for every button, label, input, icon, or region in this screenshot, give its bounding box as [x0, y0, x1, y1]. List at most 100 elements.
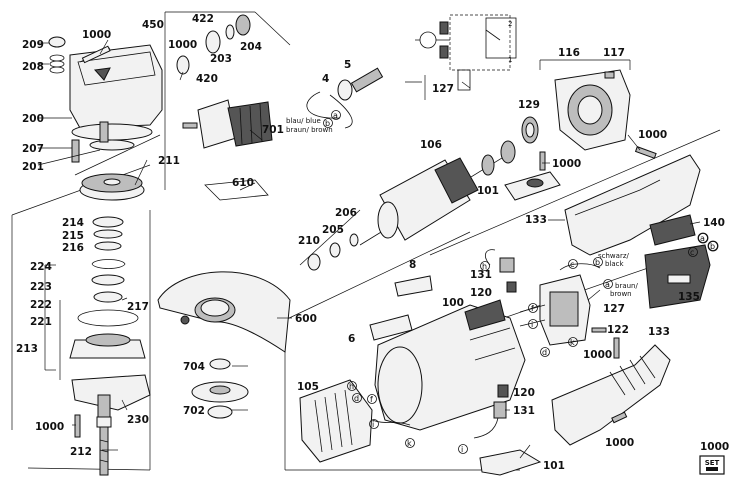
letter-b-cable: b — [325, 119, 330, 128]
leader-lines — [37, 39, 701, 459]
washers-205-210 — [307, 233, 359, 271]
terminal-a-b — [697, 232, 719, 252]
pin-207 — [71, 139, 80, 163]
set-box-top: SET — [705, 459, 720, 467]
label-4: 4 — [322, 73, 329, 85]
letter-h-top: h — [482, 262, 487, 271]
letter-f-stator: f — [370, 395, 373, 404]
screw-122 — [613, 337, 620, 359]
label-223: 223 — [30, 281, 52, 293]
label-105: 105 — [297, 381, 319, 393]
label-210: 210 — [298, 235, 320, 247]
letter-b-assembly: b — [595, 258, 600, 267]
armature-106 — [359, 140, 516, 246]
label-221: 221 — [30, 316, 52, 328]
label-222: 222 — [30, 299, 52, 311]
label-120-bottom: 120 — [513, 387, 535, 399]
label-8: 8 — [409, 259, 416, 271]
label-200: 200 — [22, 113, 44, 125]
label-1000-set: 1000 — [700, 441, 729, 453]
spindle-701 — [182, 99, 273, 149]
label-131-bottom: 131 — [513, 405, 535, 417]
screw-1000a — [79, 45, 111, 64]
label-1000-spindle: 1000 — [35, 421, 64, 433]
label-1000-switch: 1000 — [583, 349, 612, 361]
label-217: 217 — [127, 301, 149, 313]
label-106: 106 — [420, 139, 442, 151]
motor-housing-100 — [374, 299, 526, 431]
brush-120b — [497, 384, 509, 398]
label-133-bottom: 133 — [648, 326, 670, 338]
brush-120a — [506, 281, 517, 293]
label-208: 208 — [22, 61, 44, 73]
schematic-pin-1: 1 — [508, 56, 512, 64]
label-214: 214 — [62, 217, 84, 229]
label-701: 701 — [262, 124, 284, 136]
letter-b-switch: b — [710, 242, 715, 251]
letter-c-switch: c — [690, 248, 694, 257]
bearing-129 — [521, 116, 539, 144]
cover-101b — [479, 449, 542, 476]
block-140 — [649, 214, 696, 246]
letter-a-switch: a — [700, 234, 705, 243]
disc-702 — [191, 381, 249, 419]
label-224: 224 — [30, 261, 52, 273]
letter-a-assembly: a — [605, 280, 610, 289]
letter-a-cable: a — [333, 111, 338, 120]
letter-c-assembly: c — [570, 260, 574, 269]
handle-133a — [564, 154, 701, 256]
label-215: 215 — [62, 230, 84, 242]
label-131-top: 131 — [470, 269, 492, 281]
letter-f-top: f — [531, 304, 534, 313]
cover-101a — [504, 171, 561, 201]
label-120-top: 120 — [470, 287, 492, 299]
part-labels: 1000 209 208 200 207 201 450 422 1000 20… — [16, 13, 729, 472]
label-600: 600 — [295, 313, 317, 325]
wire-letters: a b a b c c b a h f i d k h d f i k i — [323, 110, 718, 454]
letter-k-stator: k — [407, 439, 412, 448]
screw-1000f — [591, 327, 607, 333]
label-206: 206 — [335, 207, 357, 219]
label-212: 212 — [70, 446, 92, 458]
label-207: 207 — [22, 143, 44, 155]
letter-h-stator: h — [349, 382, 354, 391]
label-1000-top: 1000 — [82, 29, 111, 41]
pinion-assembly — [176, 14, 251, 75]
label-203: 203 — [210, 53, 232, 65]
screw-1000g — [611, 411, 628, 424]
label-1000-pinion: 1000 — [168, 39, 197, 51]
screw-1000c — [539, 151, 546, 171]
label-230: 230 — [127, 414, 149, 426]
guard-600 — [157, 271, 291, 353]
label-422: 422 — [192, 13, 214, 25]
letter-d-top: d — [542, 348, 547, 357]
nut-704 — [209, 358, 231, 370]
wiring-schematic — [415, 14, 517, 91]
note-black-de: schwarz/ — [598, 252, 629, 260]
plates-8-6 — [369, 275, 433, 341]
letter-i-stator: i — [372, 420, 374, 429]
wire-notes: blau/ blue braun/ brown schwarz/ black b… — [286, 117, 638, 298]
label-116: 116 — [558, 47, 580, 59]
label-101-bottom: 101 — [543, 460, 565, 472]
label-6: 6 — [348, 333, 355, 345]
label-205: 205 — [322, 224, 344, 236]
note-brown: braun/ brown — [286, 126, 333, 134]
label-135: 135 — [678, 291, 700, 303]
label-1000-handle-bottom: 1000 — [605, 437, 634, 449]
label-133-top: 133 — [525, 214, 547, 226]
label-209: 209 — [22, 39, 44, 51]
label-420: 420 — [196, 73, 218, 85]
switch-135 — [644, 244, 711, 309]
handle-133b — [551, 344, 671, 446]
letter-i-top: i — [531, 320, 533, 329]
label-704: 704 — [183, 361, 205, 373]
note-brown2-de: braun/ — [615, 282, 638, 290]
label-216: 216 — [62, 242, 84, 254]
label-1000-cover: 1000 — [552, 158, 581, 170]
springs-208 — [49, 54, 65, 74]
cable-4-5 — [306, 67, 384, 129]
label-5: 5 — [344, 59, 351, 71]
